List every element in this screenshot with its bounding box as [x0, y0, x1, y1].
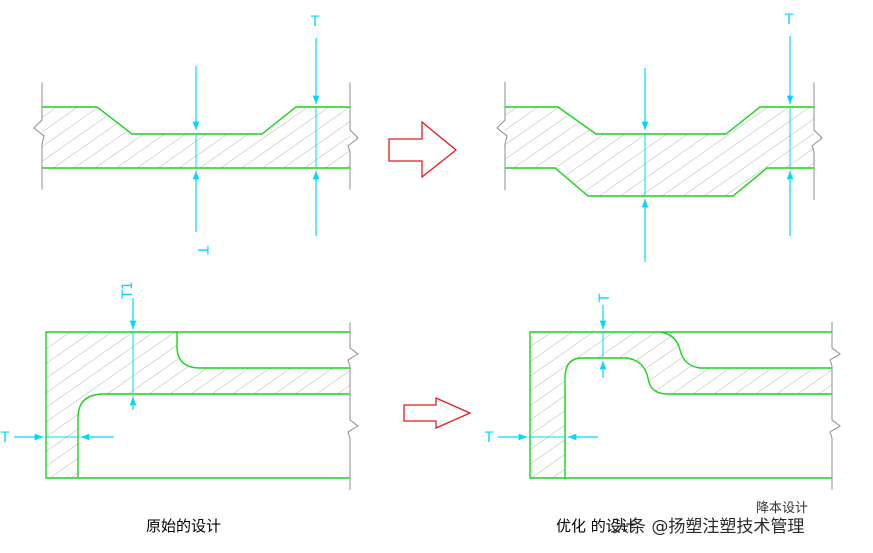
section-hatch: [46, 332, 350, 478]
break-line-right: [811, 82, 823, 200]
dimension-label-t: T: [784, 12, 794, 28]
top-right-optimized-section: T: [496, 12, 823, 262]
break-line-left: [496, 82, 508, 190]
dimension-label-t: T: [597, 293, 613, 303]
caption-optimized: 优化 的设计: [556, 517, 636, 535]
watermark-source: 头条 @扬塑注塑技术管理: [612, 517, 804, 537]
dimension-label-t1: T1: [120, 281, 136, 299]
caption-original: 原始的设计: [146, 517, 221, 535]
section-outline: [45, 331, 350, 479]
top-left-original-section: T T: [33, 14, 359, 255]
section-hatch: [505, 107, 814, 196]
dimension-label-t: T: [194, 245, 210, 255]
break-line-left: [33, 82, 45, 190]
watermark: 降本设计 头条 @扬塑注塑技术管理: [612, 501, 808, 537]
transform-arrow-top: [388, 120, 458, 179]
section-outline: [529, 331, 832, 479]
watermark-brand: 降本设计: [756, 501, 808, 516]
transform-arrow-bottom: [403, 397, 472, 429]
break-line-right: [347, 322, 359, 490]
bottom-left-original-corner: T1 T: [0, 281, 359, 490]
dimension-label-t: T: [310, 14, 320, 30]
break-line-right: [347, 82, 359, 190]
dimension-label-t: T: [0, 430, 10, 446]
break-line-right: [829, 322, 841, 490]
bottom-right-optimized-corner: T T: [484, 293, 841, 490]
dimension-label-t: T: [484, 430, 494, 446]
section-outline: [505, 106, 814, 197]
